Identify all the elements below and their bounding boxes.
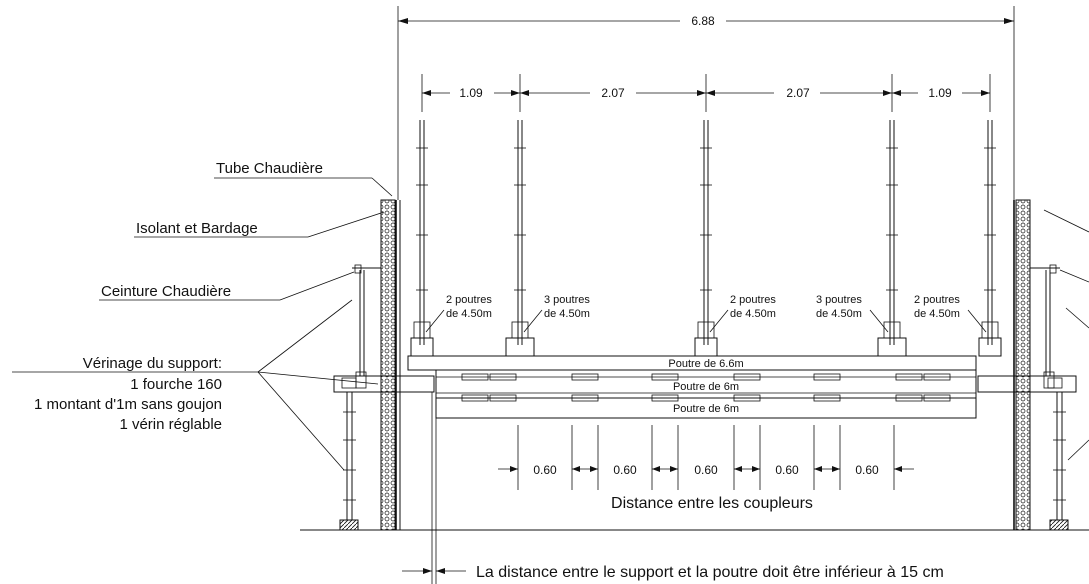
scaffold-posts bbox=[410, 120, 1002, 357]
overall-dimension-value: 6.88 bbox=[691, 14, 715, 28]
beam-group-5-line2: de 4.50m bbox=[914, 308, 960, 320]
right-boiler-wall bbox=[977, 199, 1089, 531]
label-shoring-line1: 1 fourche 160 bbox=[130, 376, 222, 393]
coupler-spacing-3: 0.60 bbox=[694, 463, 718, 477]
beam-group-3-line1: 2 poutres bbox=[730, 294, 776, 306]
coupler-spacing-2: 0.60 bbox=[613, 463, 637, 477]
label-shoring-line2: 1 montant d'1m sans goujon bbox=[34, 396, 222, 413]
beam-label-2: Poutre de 6m bbox=[673, 381, 739, 393]
post-1 bbox=[410, 120, 434, 357]
beam-group-2-line1: 3 poutres bbox=[544, 294, 590, 306]
right-support-bracket bbox=[977, 375, 1077, 393]
couplers bbox=[461, 373, 951, 402]
coupler-spacing-dimensions: 0.60 0.60 0.60 0.60 0.60 Distance entre … bbox=[498, 425, 914, 512]
post-3 bbox=[694, 120, 718, 357]
beam-group-4-line1: 3 poutres bbox=[816, 294, 862, 306]
beam-group-4-line2: de 4.50m bbox=[816, 308, 862, 320]
left-callouts: Tube Chaudière Isolant et Bardage Ceintu… bbox=[12, 160, 393, 471]
overall-dimension: 6.88 bbox=[397, 6, 1015, 200]
label-shoring-line3: 1 vérin réglable bbox=[119, 416, 222, 433]
beam-group-labels: 2 poutres de 4.50m 3 poutres de 4.50m 2 … bbox=[425, 294, 987, 333]
label-insulation: Isolant et Bardage bbox=[136, 220, 258, 237]
left-boiler-wall bbox=[333, 199, 435, 531]
label-shoring-title: Vérinage du support: bbox=[83, 355, 222, 372]
beam-label-1: Poutre de 6.6m bbox=[668, 358, 743, 370]
clearance-note: La distance entre le support et la poutr… bbox=[402, 392, 944, 584]
spacing-value-2: 2.07 bbox=[601, 86, 625, 100]
left-support-bracket bbox=[333, 375, 435, 393]
label-belt: Ceinture Chaudière bbox=[101, 283, 231, 300]
label-tube: Tube Chaudière bbox=[216, 160, 323, 177]
coupler-caption: Distance entre les coupleurs bbox=[611, 495, 813, 512]
beam-group-1-line1: 2 poutres bbox=[446, 294, 492, 306]
coupler-spacing-5: 0.60 bbox=[855, 463, 879, 477]
post-4 bbox=[877, 120, 907, 357]
beam-group-3-line2: de 4.50m bbox=[730, 308, 776, 320]
spacing-value-3: 2.07 bbox=[786, 86, 810, 100]
post-spacing-dimensions: 1.09 2.07 2.07 1.09 bbox=[421, 74, 991, 112]
spacing-value-4: 1.09 bbox=[928, 86, 952, 100]
coupler-spacing-1: 0.60 bbox=[533, 463, 557, 477]
beam-group-1-line2: de 4.50m bbox=[446, 308, 492, 320]
post-2 bbox=[505, 120, 535, 357]
beam-label-3: Poutre de 6m bbox=[673, 403, 739, 415]
spacing-value-1: 1.09 bbox=[459, 86, 483, 100]
post-5 bbox=[978, 120, 1002, 357]
horizontal-beams: Poutre de 6.6m Poutre de 6m Poutre de 6m bbox=[407, 355, 977, 419]
bottom-note: La distance entre le support et la poutr… bbox=[476, 564, 944, 581]
beam-group-2-line2: de 4.50m bbox=[544, 308, 590, 320]
beam-group-5-line1: 2 poutres bbox=[914, 294, 960, 306]
coupler-spacing-4: 0.60 bbox=[775, 463, 799, 477]
